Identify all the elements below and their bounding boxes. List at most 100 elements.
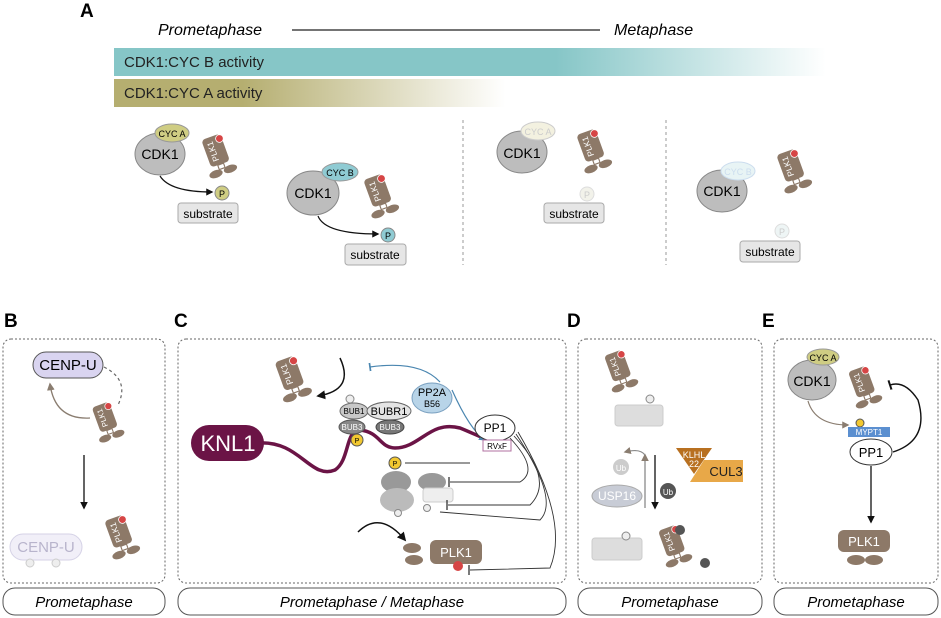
substrate-box <box>177 202 239 224</box>
plk1-icon <box>843 363 884 411</box>
panel-b-caption: Prometaphase <box>35 594 133 611</box>
phospho-site <box>423 504 431 512</box>
phospho-label: P <box>385 231 391 241</box>
bub3-label-2: BUB3 <box>380 423 401 432</box>
cyc-a-shape <box>806 348 840 366</box>
cyc-b-shape <box>720 161 756 181</box>
phospho-site <box>350 433 364 447</box>
plk1-label: PLK1 <box>440 545 472 560</box>
cdk1-to-mypt1-arrow <box>807 400 850 429</box>
cyc-a-label: CYC A <box>158 129 185 139</box>
complex-subunit <box>381 471 411 493</box>
ub-shape <box>660 483 676 499</box>
phospho-site <box>380 227 396 243</box>
phospho-site <box>621 531 631 541</box>
polo-box <box>847 555 865 565</box>
pp1-inhibition-line <box>450 437 529 483</box>
plk1-bottom: PLK1 <box>403 540 482 571</box>
cenp-u-faded-label: CENP-U <box>17 539 75 556</box>
substrate-faded <box>422 487 454 503</box>
substrate-box <box>344 243 407 266</box>
mypt1-label: MYPT1 <box>856 428 883 437</box>
cenp-u-faded-shape <box>9 533 83 561</box>
phospho-label: P <box>393 461 398 468</box>
cdk1-cyca-complex-faded: CDK1 CYC A P substrate <box>496 121 614 224</box>
plk1-label: PLK1 <box>848 534 880 549</box>
polo-box <box>865 555 883 565</box>
cyc-b-shape <box>321 162 359 182</box>
phospho-site-faded <box>774 223 790 239</box>
cenp-u-label: CENP-U <box>39 357 97 374</box>
bub3-shape-2 <box>375 419 405 435</box>
cdk1-label: CDK1 <box>703 183 741 199</box>
substrate-label: substrate <box>350 248 400 262</box>
phospho-site <box>394 509 402 517</box>
panel-letter-c: C <box>174 311 188 332</box>
ub-label: Ub <box>663 488 674 497</box>
bub1-label: BUB1 <box>344 407 365 416</box>
phospho-site <box>645 394 655 404</box>
panel-b-frame <box>2 338 166 584</box>
plk1-recruit-arrow <box>357 522 407 542</box>
cdk1-shape <box>286 170 340 216</box>
panel-letter-d: D <box>567 311 581 332</box>
pp1-label: PP1 <box>484 421 507 435</box>
b56-label: B56 <box>424 399 440 409</box>
panel-d-caption-box <box>577 587 763 616</box>
plk1-to-cenp-u-arrow <box>46 382 91 419</box>
panel-e-frame <box>773 338 939 584</box>
plk1-icon <box>599 347 640 395</box>
cyc-b-bar-label: CDK1:CYC B activity <box>124 54 265 71</box>
cyc-a-shape <box>154 123 190 143</box>
usp16-shape <box>591 484 643 508</box>
phospho-site-faded <box>579 186 595 202</box>
knl1-label: KNL1 <box>200 431 255 456</box>
ub-mark <box>700 558 710 568</box>
plk1-icon <box>269 353 314 405</box>
knl1-shape <box>191 425 264 461</box>
panel-letter-e: E <box>762 311 775 332</box>
panel-d-frame <box>577 338 763 584</box>
pp1-inhibition-line <box>439 433 547 521</box>
mypt1-shape <box>848 427 890 437</box>
pp1-label: PP1 <box>859 445 884 460</box>
cdk1-label: CDK1 <box>793 373 831 389</box>
phospho-arrow <box>317 215 380 238</box>
panel-letter-a: A <box>80 1 94 22</box>
klhl-label: KLHL <box>683 450 706 460</box>
panel-c-caption-box <box>177 587 567 616</box>
cyc-a-label: CYC A <box>809 353 836 363</box>
phospho-label: P <box>584 190 590 200</box>
panel-b-caption-box <box>2 587 166 616</box>
substrate-label: substrate <box>745 245 795 259</box>
substrate-label: substrate <box>183 207 233 221</box>
bubr1-label: BUBR1 <box>371 406 408 418</box>
phospho-label: P <box>355 438 360 445</box>
pp1-inhibition-line <box>448 435 540 506</box>
substrate-faded <box>591 537 643 561</box>
ub-release-arrow <box>623 447 646 456</box>
panel-e-caption: Prometaphase <box>807 594 905 611</box>
ub-faded <box>613 459 629 475</box>
cdk1-cyca-complex-1: CDK1 CYC A P substrate <box>134 123 239 224</box>
phospho-arrow <box>159 175 214 196</box>
phospho-site <box>388 456 402 470</box>
phospho-site-faded <box>25 558 35 568</box>
substrate-faded <box>614 404 664 427</box>
phospho-site <box>345 394 355 404</box>
cyc-b-label: CYC B <box>326 168 354 178</box>
plk1-icon <box>99 512 142 562</box>
substrate-box <box>543 202 605 224</box>
plk1-icon <box>571 126 614 176</box>
cul3-label: CUL3 <box>709 464 742 479</box>
phospho-label: P <box>219 189 225 199</box>
pp1-inhibits-plk1 <box>887 380 922 453</box>
pp1-inhibition-line <box>469 431 556 571</box>
pp2a-label: PP2A <box>418 387 447 399</box>
panel-c-frame <box>177 338 567 584</box>
plk1-icon <box>87 399 127 445</box>
plk1-phospho <box>453 561 463 571</box>
cenp-u-shape <box>32 351 104 379</box>
usp16-label: USP16 <box>598 489 636 503</box>
